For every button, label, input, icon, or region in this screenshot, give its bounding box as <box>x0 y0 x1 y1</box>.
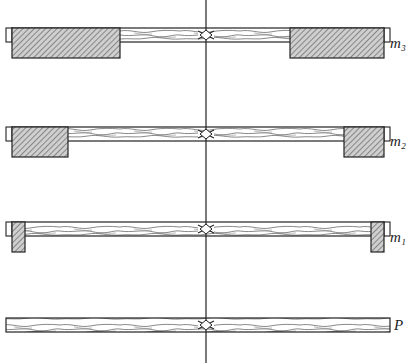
end-cap <box>384 222 390 236</box>
weight-block <box>12 127 68 157</box>
end-cap <box>6 127 12 141</box>
weight-block <box>290 28 384 58</box>
knife-edge-notch <box>198 225 214 233</box>
bar-label: P <box>394 318 403 333</box>
knife-edge <box>200 30 212 40</box>
knife-edge <box>200 320 212 330</box>
weight-block <box>12 28 120 58</box>
end-cap <box>6 28 12 42</box>
knife-edge-notch <box>198 321 214 329</box>
end-cap <box>384 127 390 141</box>
bar-label: m₃ <box>390 36 406 51</box>
bar-label: m₁ <box>390 230 406 245</box>
weight-block <box>371 222 384 252</box>
end-cap <box>384 28 390 42</box>
wooden-bar <box>12 222 384 236</box>
knife-edge-notch <box>198 31 214 39</box>
wooden-bar <box>6 318 390 332</box>
knife-edge <box>200 224 212 234</box>
end-cap <box>6 222 12 236</box>
knife-edge-notch <box>198 130 214 138</box>
bar-label: m₂ <box>390 134 406 149</box>
knife-edge <box>200 129 212 139</box>
weight-block <box>12 222 25 252</box>
weight-block <box>344 127 384 157</box>
